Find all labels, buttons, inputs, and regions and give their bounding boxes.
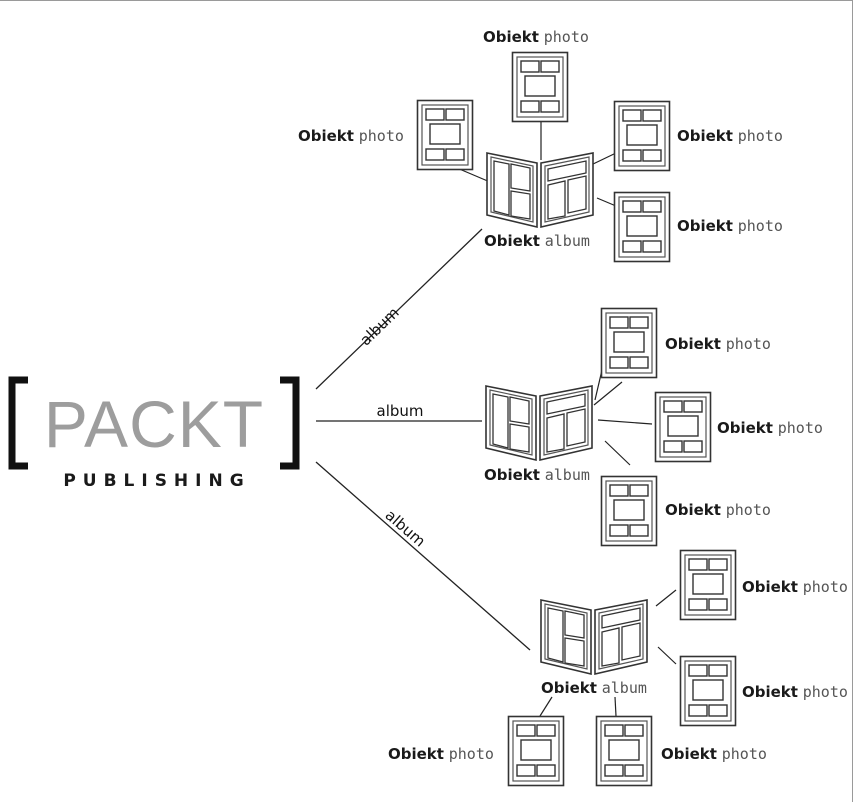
- album-label: Obiekt album: [484, 466, 590, 484]
- edge-label-top: album: [356, 304, 402, 350]
- cluster-middle-links: [593, 369, 653, 466]
- photo-label: Obiekt photo: [483, 28, 589, 46]
- album-icon: [540, 599, 648, 675]
- photo-label: Obiekt photo: [677, 217, 783, 235]
- photo-icon: [679, 655, 737, 727]
- photo-label: Obiekt photo: [388, 745, 494, 763]
- photo-label: Obiekt photo: [661, 745, 767, 763]
- photo-icon: [613, 100, 671, 172]
- photo-icon: [416, 99, 474, 171]
- logo-bracket-right: [280, 376, 300, 470]
- photo-label: Obiekt photo: [665, 501, 771, 519]
- logo-subtitle: PUBLISHING: [63, 471, 250, 491]
- edge-label-middle: album: [377, 402, 424, 420]
- album-cluster-middle: Obiekt photo Obiekt photo Obiekt photo O…: [484, 307, 823, 547]
- logo-name: PACKT: [44, 387, 264, 461]
- photo-icon: [511, 51, 569, 123]
- packt-logo: PACKT PUBLISHING: [8, 376, 300, 491]
- edge-top: [315, 228, 483, 390]
- album-label: Obiekt album: [484, 232, 590, 250]
- photo-icon: [507, 715, 565, 787]
- cluster-top-links: [456, 122, 617, 207]
- photo-icon: [613, 191, 671, 263]
- album-icon: [485, 385, 593, 461]
- photo-label: Obiekt photo: [742, 578, 848, 596]
- photo-label: Obiekt photo: [742, 683, 848, 701]
- album-cluster-top: Obiekt photo Obiekt photo Obiekt photo O…: [298, 28, 783, 263]
- photo-label: Obiekt photo: [298, 127, 404, 145]
- photo-icon: [679, 549, 737, 621]
- album-edges: [315, 228, 531, 651]
- album-label: Obiekt album: [541, 679, 647, 697]
- photo-icon: [600, 307, 658, 379]
- album-cluster-bottom: Obiekt photo Obiekt photo Obiekt photo O…: [388, 549, 848, 787]
- photo-icon: [654, 391, 712, 463]
- photo-icon: [600, 475, 658, 547]
- logo-bracket-left: [8, 376, 28, 470]
- edge-label-bottom: album: [382, 506, 429, 550]
- edge-bottom: [315, 461, 531, 651]
- cluster-bottom-links: [539, 589, 677, 717]
- photo-label: Obiekt photo: [677, 127, 783, 145]
- photo-label: Obiekt photo: [717, 419, 823, 437]
- photo-label: Obiekt photo: [665, 335, 771, 353]
- photo-icon: [595, 715, 653, 787]
- album-icon: [486, 152, 594, 228]
